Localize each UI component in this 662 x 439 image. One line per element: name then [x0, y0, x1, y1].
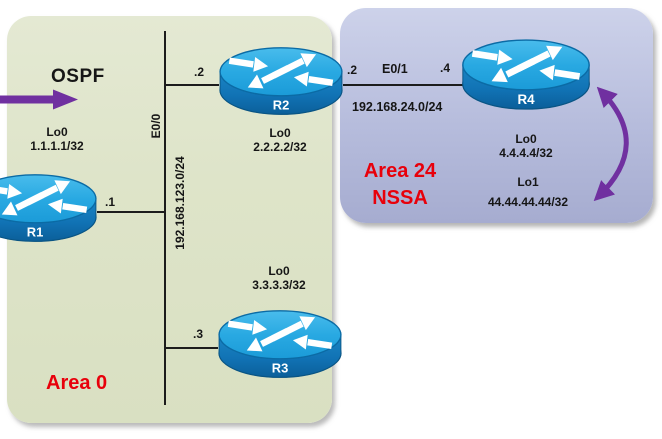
r3-port-label: .3: [193, 327, 204, 341]
router-r1-icon: R1: [0, 174, 97, 242]
curved-double-arrow-icon: [593, 86, 629, 202]
r4-loopback1-label: Lo1 44.44.44.44/32: [473, 172, 583, 212]
r2-r4-link-line: [343, 84, 465, 86]
router-r2-label: R2: [273, 98, 290, 113]
router-arrows-glyph: [471, 45, 581, 83]
r3-lo0-name: Lo0: [268, 264, 290, 278]
r3-link-line: [165, 347, 218, 349]
r2-link-line: [165, 84, 219, 86]
r2-lo0-name: Lo0: [269, 126, 291, 140]
router-arrows-glyph: [227, 316, 333, 352]
area24-type-label: NSSA: [372, 187, 428, 209]
router-r3-label: R3: [272, 361, 289, 376]
ospf-label: OSPF: [51, 66, 105, 87]
r4-loopback0-label: Lo0 4.4.4.4/32: [471, 132, 581, 160]
router-r2-icon: R2: [219, 47, 343, 115]
r1-loopback-label: Lo0 1.1.1.1/32: [2, 125, 112, 153]
r2-r4-network-label: 192.168.24.0/24: [352, 100, 443, 114]
area24-label: Area 24 NSSA: [350, 158, 450, 212]
r4-lo1-ip: 44.44.44.44/32: [487, 195, 569, 209]
lan-bus-line: [164, 31, 166, 405]
r2-link-port-label: .2: [347, 63, 358, 77]
area0-label: Area 0: [46, 372, 108, 394]
router-r3-icon: R3: [218, 310, 342, 378]
r4-lo0-ip: 4.4.4.4/32: [499, 146, 553, 160]
router-r4-icon: R4: [462, 39, 590, 110]
e00-interface-label: E0/0: [149, 113, 163, 139]
r4-lo1-name: Lo1: [517, 175, 539, 189]
router-arrows-glyph: [228, 53, 334, 89]
router-arrows-glyph: [0, 180, 88, 216]
r4-lo0-name: Lo0: [515, 132, 537, 146]
r3-lo0-ip: 3.3.3.3/32: [252, 278, 306, 292]
r1-port-label: .1: [105, 195, 116, 209]
area24-name-label: Area 24: [363, 160, 437, 182]
r3-loopback-label: Lo0 3.3.3.3/32: [224, 264, 334, 292]
r1-lo0-ip: 1.1.1.1/32: [30, 139, 84, 153]
r4-port-label: .4: [440, 61, 451, 75]
r1-lo0-name: Lo0: [46, 125, 68, 139]
ospf-arrow-icon: [0, 89, 78, 110]
lan-network-label: 192.168.123.0/24: [173, 156, 187, 250]
router-r1-label: R1: [27, 225, 43, 240]
router-r4-label: R4: [517, 92, 535, 107]
r1-link-line: [97, 211, 165, 213]
r2-loopback-label: Lo0 2.2.2.2/32: [225, 126, 335, 154]
e01-interface-label: E0/1: [382, 62, 408, 76]
r2-lan-port-label: .2: [194, 65, 205, 79]
r2-lo0-ip: 2.2.2.2/32: [253, 140, 307, 154]
